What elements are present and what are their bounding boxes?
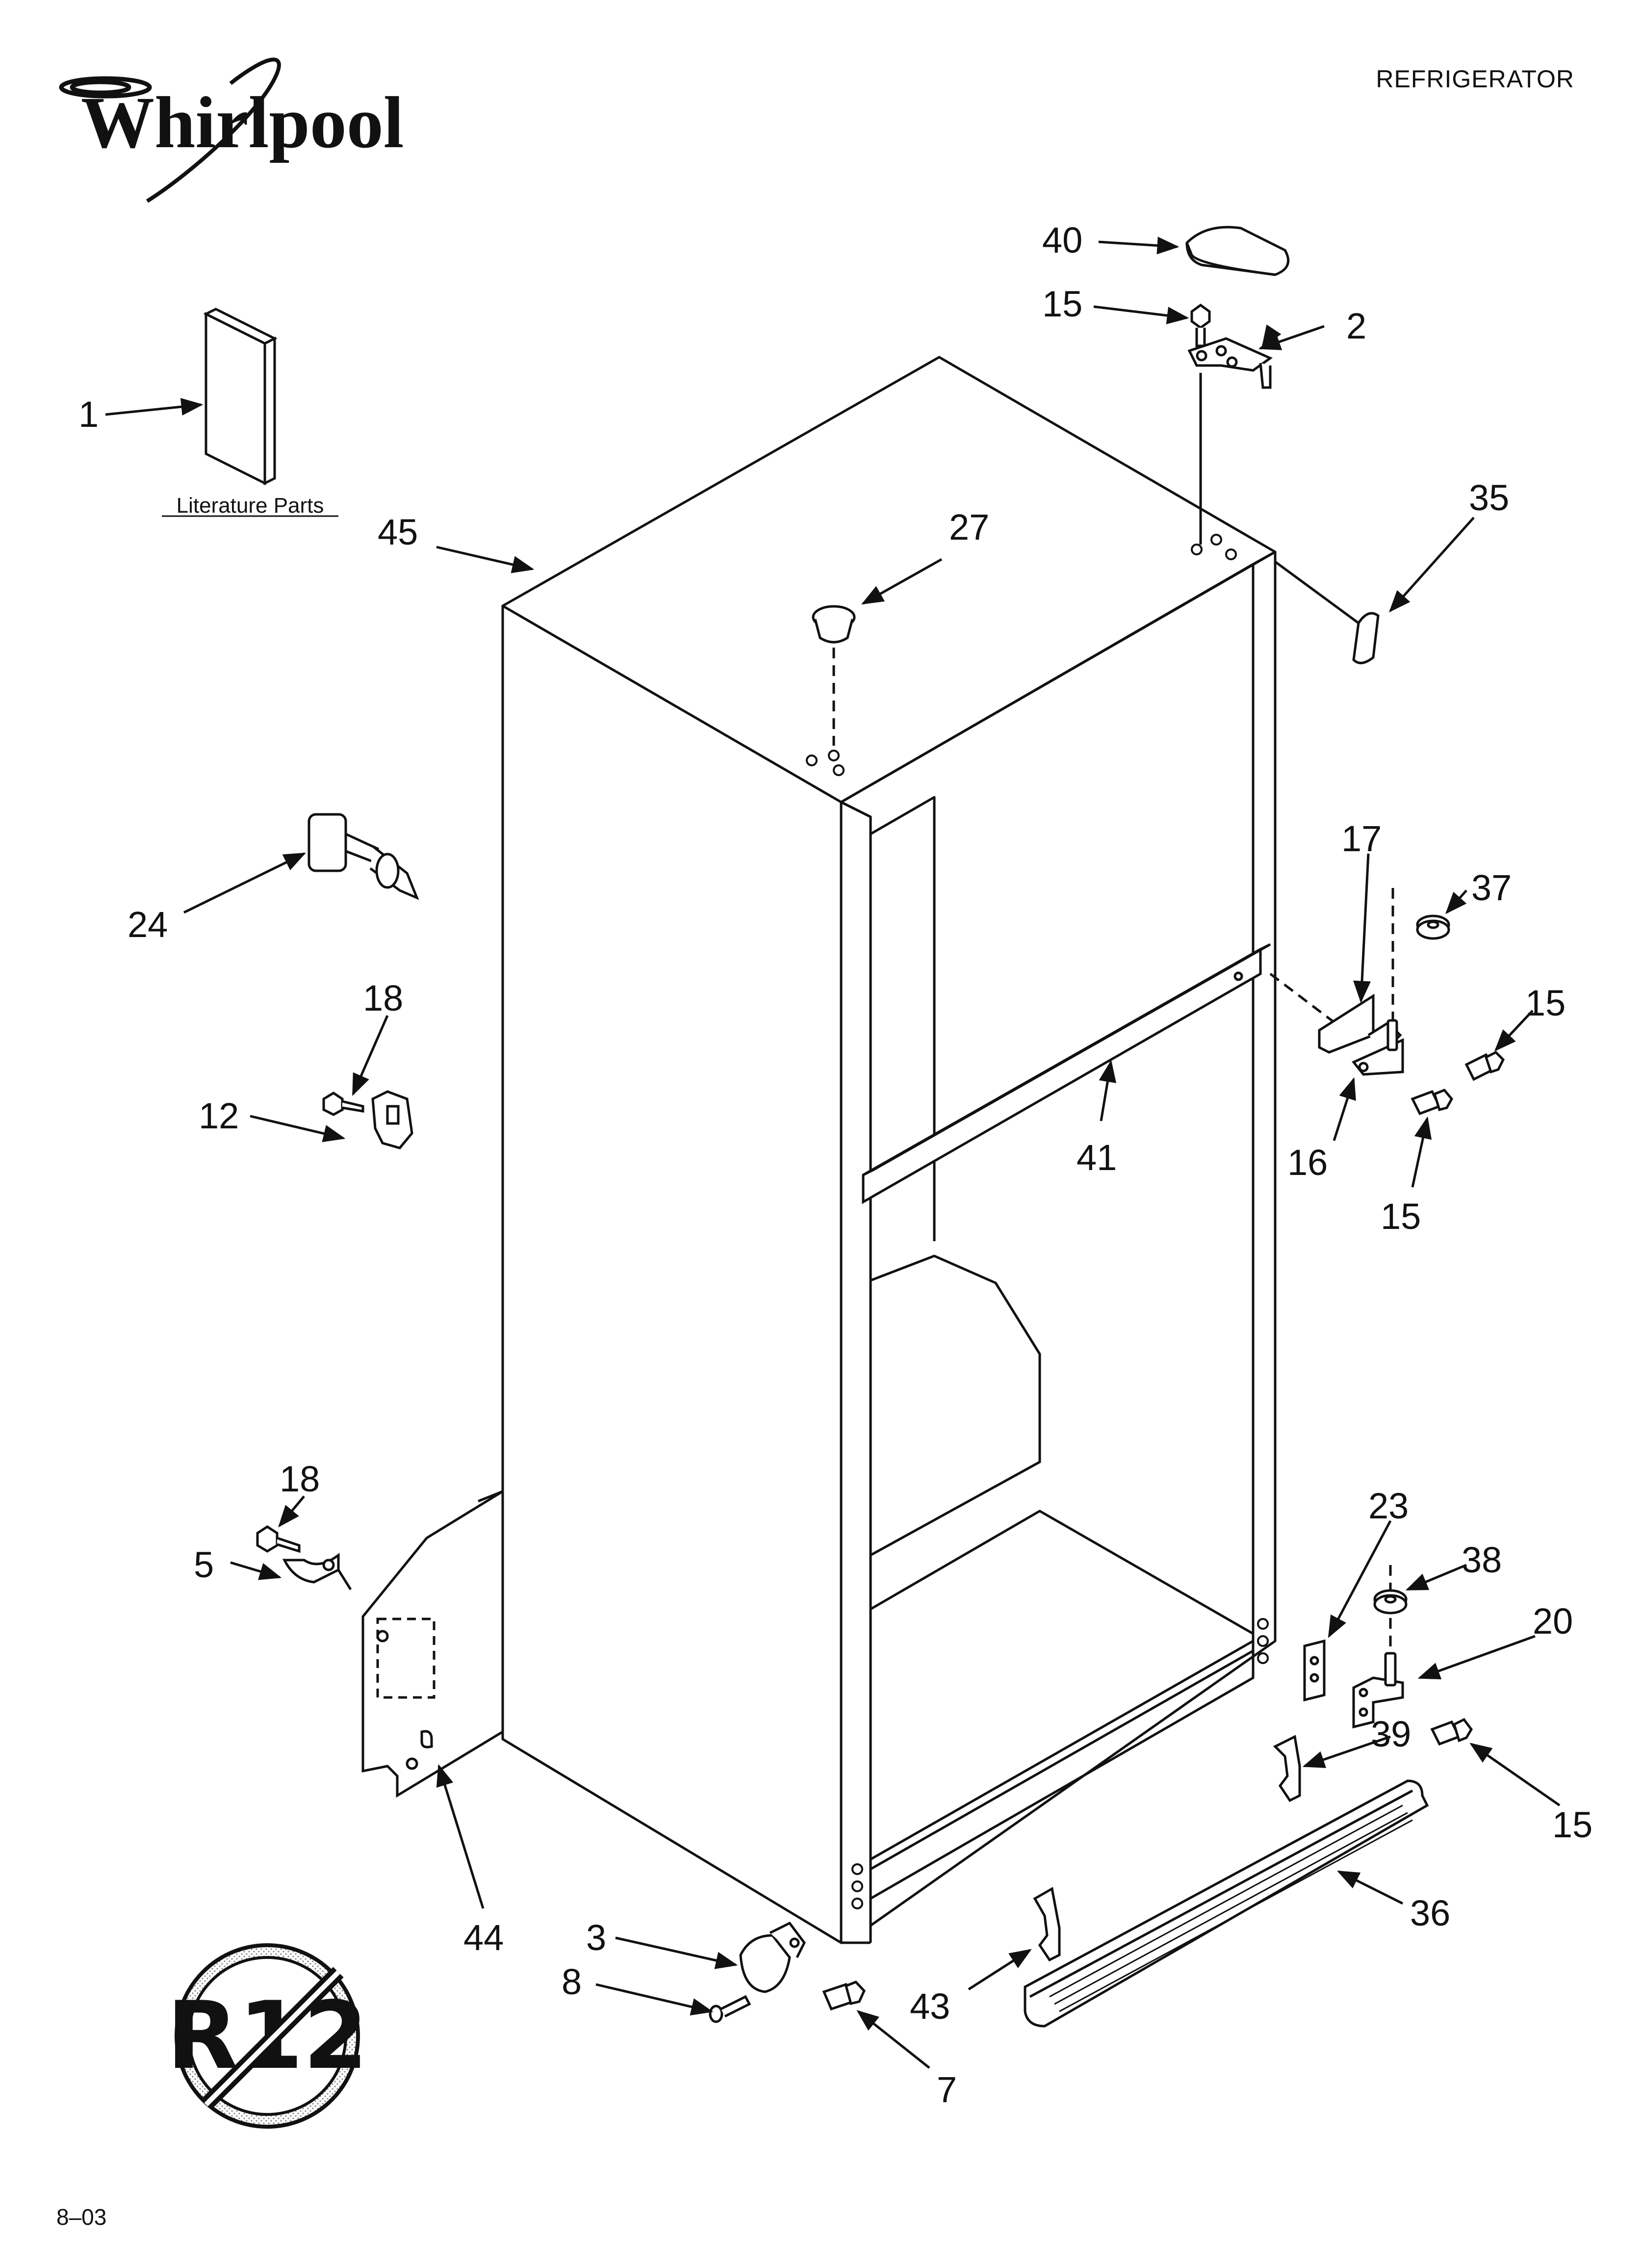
whirlpool-logo: Whirlpool	[59, 57, 404, 203]
callout-35: 35	[1469, 477, 1509, 518]
upper-bracket-assembly	[322, 1090, 413, 1149]
no-r12-badge: R12	[167, 1943, 368, 2129]
callout-18-upper: 18	[363, 978, 403, 1018]
screw-8	[709, 1995, 751, 2023]
date-code: 8–03	[56, 2204, 106, 2230]
callout-37: 37	[1471, 867, 1512, 908]
screw-15-right-upper	[1464, 1050, 1505, 1081]
callout-20: 20	[1533, 1601, 1573, 1642]
leveling-bracket	[739, 1921, 806, 1993]
callout-38: 38	[1462, 1539, 1502, 1580]
callout-24: 24	[128, 904, 168, 945]
swirl-icon	[59, 57, 281, 203]
callout-27: 27	[949, 507, 989, 547]
callout-5: 5	[194, 1544, 214, 1585]
callout-18-lower: 18	[280, 1459, 320, 1499]
side-clip	[1274, 560, 1380, 664]
callout-2: 2	[1346, 306, 1366, 346]
callout-36: 36	[1410, 1893, 1450, 1933]
callout-3: 3	[586, 1917, 606, 1958]
lower-hinge-assembly	[1303, 1565, 1473, 1746]
callout-15-right-upper: 15	[1525, 983, 1565, 1023]
center-hinge-assembly	[1269, 888, 1404, 1076]
callout-43: 43	[910, 1986, 950, 2027]
screw-15-right-lower	[1411, 1089, 1454, 1116]
lower-clamp-assembly	[256, 1525, 352, 1590]
leader-lines	[105, 236, 1561, 2069]
callout-15-right-lower: 15	[1381, 1196, 1421, 1237]
cabinet-holes	[806, 534, 1269, 1909]
literature-caption: Literature Parts	[177, 494, 324, 518]
hinge-cover	[1185, 226, 1290, 276]
top-plug	[812, 605, 856, 746]
refrigerator-cabinet	[478, 356, 1277, 1944]
callout-15-top: 15	[1042, 284, 1082, 324]
callout-labels: 1 2 3 5 7 8 12 15 15 15 15 16 17 18 18 2…	[78, 220, 1592, 2110]
callout-23: 23	[1368, 1486, 1409, 1526]
callout-8: 8	[562, 1961, 582, 2002]
callout-17: 17	[1341, 818, 1382, 859]
callout-45: 45	[378, 512, 418, 552]
callout-16: 16	[1287, 1142, 1328, 1183]
callout-40: 40	[1042, 220, 1082, 261]
logo-wordmark: Whirlpool	[81, 82, 404, 163]
literature-booklet	[203, 308, 278, 486]
callout-12: 12	[199, 1095, 239, 1136]
callout-44: 44	[463, 1917, 504, 1958]
washer-37	[1416, 914, 1450, 940]
side-panel	[361, 1489, 504, 1798]
callout-7: 7	[937, 2069, 957, 2110]
toe-grille	[1024, 1779, 1429, 2028]
divider-bar	[862, 943, 1271, 1204]
clip-39	[1273, 1735, 1301, 1802]
clip-43	[1033, 1887, 1061, 1962]
hinge-pin	[308, 813, 419, 900]
callout-39: 39	[1371, 1714, 1411, 1754]
screw-7	[822, 1981, 866, 2011]
callout-1: 1	[78, 394, 99, 435]
top-hinge-assembly	[1187, 303, 1273, 545]
callout-41: 41	[1077, 1137, 1117, 1178]
callout-15-bottom: 15	[1552, 1804, 1592, 1845]
appliance-title: REFRIGERATOR	[1376, 65, 1574, 93]
